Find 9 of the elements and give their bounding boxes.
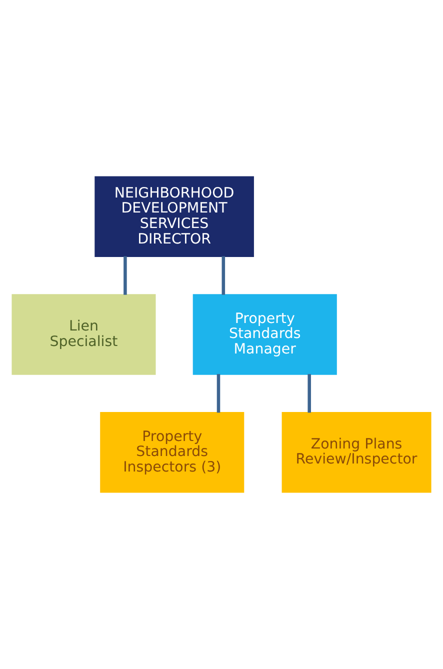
connector (124, 256, 127, 295)
node-box: Property Standards Inspectors (3) (100, 412, 244, 493)
connector (308, 374, 311, 413)
node-box: NEIGHBORHOOD DEVELOPMENT SERVICES DIRECTOR (94, 176, 254, 258)
node-box: Property Standards Manager (192, 294, 337, 375)
node-box: Lien Specialist (12, 294, 156, 375)
connector (216, 374, 220, 413)
connector (222, 256, 226, 295)
node-box: Zoning Plans Review/Inspector (282, 412, 432, 493)
